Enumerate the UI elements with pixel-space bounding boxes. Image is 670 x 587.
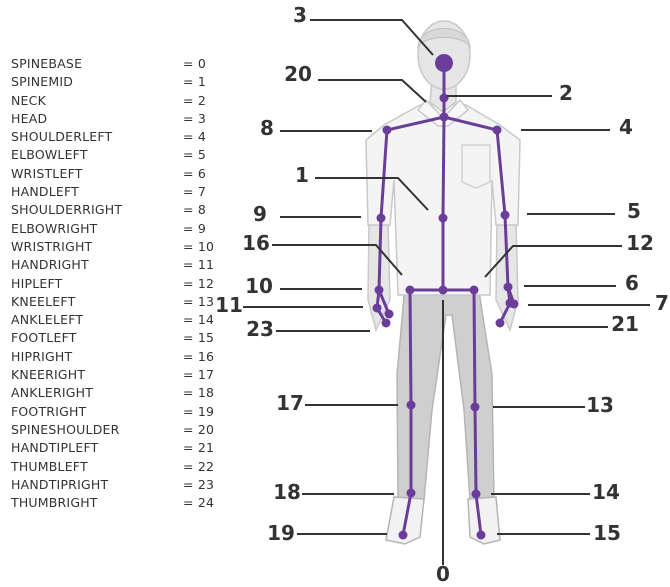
callout-number-0: 0 bbox=[436, 562, 450, 586]
joint-node-0 bbox=[439, 286, 448, 295]
callout-number-8: 8 bbox=[260, 116, 274, 140]
callout-number-23: 23 bbox=[246, 317, 274, 341]
callout-leader-line bbox=[310, 20, 433, 55]
joint-node-17 bbox=[407, 401, 416, 410]
callout-number-10: 10 bbox=[245, 274, 273, 298]
joint-node-19 bbox=[399, 531, 408, 540]
joint-node-10 bbox=[375, 286, 384, 295]
skeleton-bone bbox=[443, 117, 444, 218]
joint-node-14 bbox=[472, 490, 481, 499]
joint-node-2 bbox=[440, 94, 449, 103]
callout-number-9: 9 bbox=[253, 202, 267, 226]
callout-number-1: 1 bbox=[295, 163, 309, 187]
joint-node-15 bbox=[477, 531, 486, 540]
joint-node-4 bbox=[493, 126, 502, 135]
joint-node-24 bbox=[385, 310, 394, 319]
callout-leader-line bbox=[318, 80, 426, 102]
joint-node-3 bbox=[435, 54, 453, 72]
callout-number-21: 21 bbox=[611, 312, 639, 336]
callout-number-19: 19 bbox=[267, 521, 295, 545]
callout-number-18: 18 bbox=[273, 480, 301, 504]
callout-number-2: 2 bbox=[559, 81, 573, 105]
joint-node-9 bbox=[377, 214, 386, 223]
callout-number-16: 16 bbox=[242, 231, 270, 255]
joint-node-11 bbox=[373, 304, 382, 313]
callout-number-14: 14 bbox=[592, 480, 620, 504]
callout-number-11: 11 bbox=[215, 293, 243, 317]
skeleton-bone bbox=[474, 290, 475, 407]
joint-node-6 bbox=[504, 283, 513, 292]
callout-number-12: 12 bbox=[626, 231, 654, 255]
joint-node-8 bbox=[383, 126, 392, 135]
joint-node-20 bbox=[440, 113, 449, 122]
callout-number-4: 4 bbox=[619, 115, 633, 139]
joint-node-5 bbox=[501, 211, 510, 220]
joint-node-13 bbox=[471, 403, 480, 412]
skeleton-bone bbox=[379, 218, 381, 290]
callout-number-3: 3 bbox=[293, 3, 307, 27]
joint-node-22 bbox=[510, 300, 519, 309]
callout-number-20: 20 bbox=[284, 62, 312, 86]
joint-node-18 bbox=[407, 489, 416, 498]
callout-number-5: 5 bbox=[627, 199, 641, 223]
skeleton-bone bbox=[410, 290, 411, 405]
joint-node-12 bbox=[470, 286, 479, 295]
joint-node-1 bbox=[439, 214, 448, 223]
callout-number-15: 15 bbox=[593, 521, 621, 545]
joint-node-21 bbox=[496, 319, 505, 328]
callout-number-17: 17 bbox=[276, 391, 304, 415]
callout-number-6: 6 bbox=[625, 271, 639, 295]
joint-node-23 bbox=[382, 319, 391, 328]
callout-number-7: 7 bbox=[655, 291, 669, 315]
skeleton-bone bbox=[475, 407, 476, 494]
joint-node-16 bbox=[406, 286, 415, 295]
callout-number-13: 13 bbox=[586, 393, 614, 417]
